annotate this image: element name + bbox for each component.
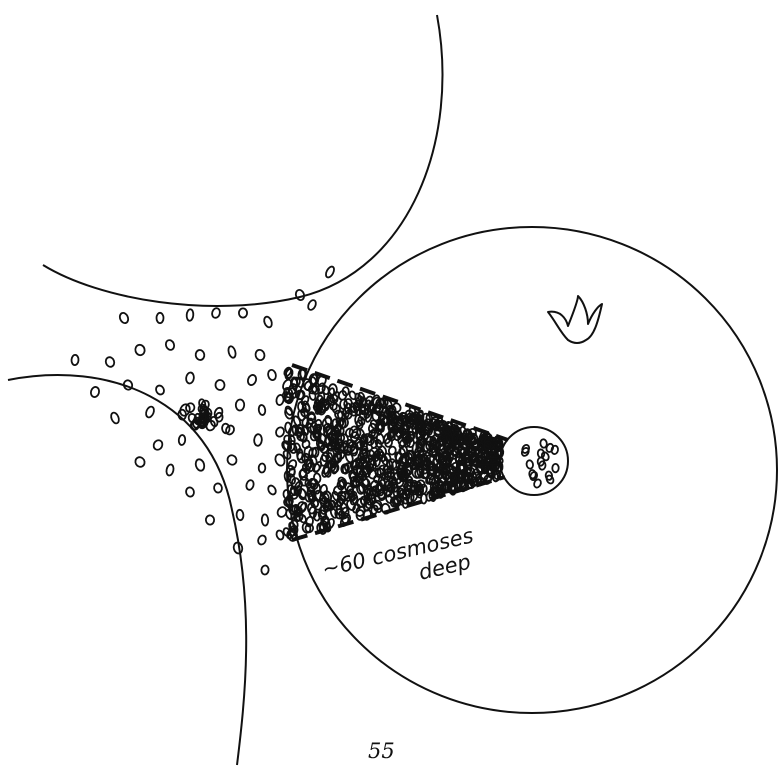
cosmos-dot — [275, 426, 285, 437]
cosmos-dot — [295, 289, 306, 301]
cosmos-dot — [110, 411, 121, 424]
cosmos-dot — [322, 453, 329, 462]
cosmos-dot — [309, 507, 316, 518]
cosmos-dot — [247, 374, 258, 386]
cosmos-dot — [236, 510, 244, 521]
cluster-dot — [552, 464, 559, 473]
cosmos-dot — [257, 534, 267, 545]
cosmos-dot — [194, 458, 205, 471]
cosmos-dot — [134, 456, 147, 469]
observer-cluster-dots — [520, 439, 558, 489]
lower-left-bubble-arc — [8, 375, 246, 765]
cosmos-dot — [287, 459, 298, 471]
cosmos-dot — [178, 435, 185, 446]
cosmos-dot — [195, 349, 205, 360]
cosmos-dot — [267, 369, 277, 381]
cosmos-dot — [284, 407, 294, 419]
cosmos-dot — [185, 487, 195, 498]
cosmos-dot — [213, 483, 222, 493]
cosmos-dot — [261, 565, 269, 575]
page-number: 55 — [368, 739, 395, 763]
cosmos-dot — [118, 312, 129, 325]
cosmos-dot — [227, 345, 237, 358]
cosmos-dot — [239, 308, 247, 317]
cosmos-dot — [211, 307, 221, 319]
cosmos-dot — [254, 434, 263, 446]
cosmos-dot — [262, 514, 269, 526]
cosmos-dot — [145, 405, 156, 418]
cosmos-dot — [166, 464, 175, 476]
cosmos-dot — [245, 479, 255, 490]
cosmos-dot — [164, 339, 175, 351]
upper-left-bubble-arc — [43, 15, 442, 306]
cosmos-dot — [307, 299, 318, 311]
cosmos-dot — [155, 384, 166, 396]
cosmos-dot — [258, 405, 266, 416]
cosmos-dot — [152, 439, 164, 452]
cosmos-dot — [263, 316, 273, 329]
cosmos-dot — [90, 386, 101, 398]
cluster-dot — [526, 460, 534, 469]
cosmos-dot — [259, 463, 266, 472]
cosmos-dots — [71, 265, 504, 575]
cosmos-dot — [185, 372, 194, 384]
cosmos-dot — [215, 380, 225, 391]
cosmos-dot — [267, 484, 278, 496]
cosmos-dot — [134, 344, 146, 357]
cosmos-dot — [186, 309, 194, 321]
cosmos-dot — [71, 355, 79, 366]
cosmos-dot — [157, 313, 164, 323]
cosmos-dot — [123, 379, 134, 390]
cosmos-dot — [205, 515, 214, 525]
tulip-flower-icon — [548, 296, 602, 343]
cosmos-dot — [254, 349, 265, 361]
cosmos-dot — [236, 399, 245, 410]
cosmos-dot — [226, 454, 238, 467]
cosmos-dot — [104, 356, 115, 368]
cosmos-dot — [324, 265, 335, 279]
